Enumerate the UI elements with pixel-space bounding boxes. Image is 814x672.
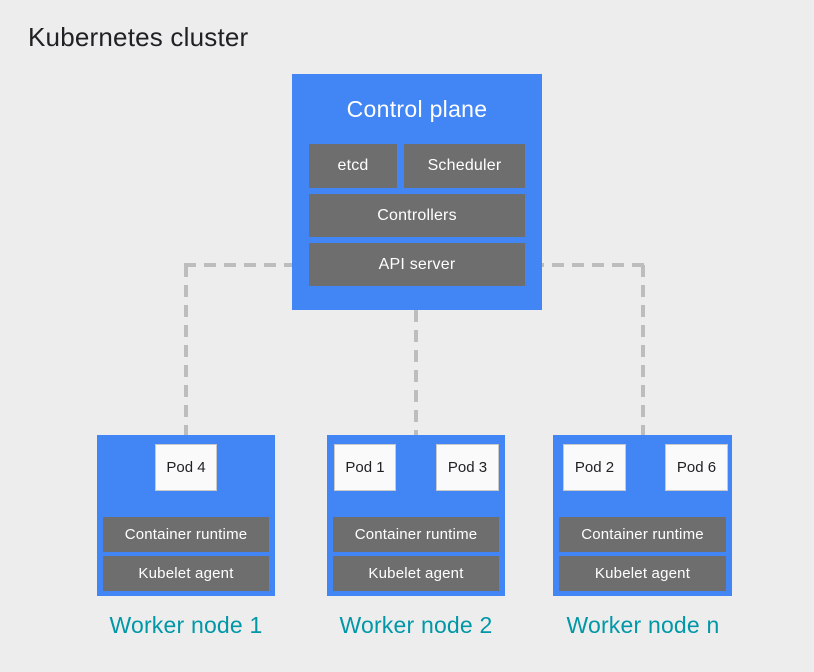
container-runtime-box: Container runtime xyxy=(333,517,499,552)
controllers-box: Controllers xyxy=(309,194,525,237)
etcd-box: etcd xyxy=(309,144,397,188)
pod-4-box: Pod 4 xyxy=(155,444,217,491)
connector-left-horizontal xyxy=(184,263,302,267)
pod-6-box: Pod 6 xyxy=(665,444,728,491)
pod-2-box: Pod 2 xyxy=(563,444,626,491)
worker-node-1-box: Pod 4 Container runtime Kubelet agent xyxy=(97,435,275,596)
kubelet-agent-box: Kubelet agent xyxy=(559,556,726,591)
connector-right-horizontal xyxy=(532,263,647,267)
scheduler-box: Scheduler xyxy=(404,144,525,188)
kubelet-agent-box: Kubelet agent xyxy=(333,556,499,591)
diagram-title: Kubernetes cluster xyxy=(28,22,249,52)
connector-left-vertical xyxy=(184,265,188,435)
pod-1-box: Pod 1 xyxy=(334,444,396,491)
pod-3-box: Pod 3 xyxy=(436,444,499,491)
connector-right-vertical xyxy=(641,265,645,435)
control-plane-components: etcd Scheduler Controllers API server xyxy=(309,144,525,286)
container-runtime-box: Container runtime xyxy=(559,517,726,552)
connector-center-vertical xyxy=(414,310,418,435)
api-server-box: API server xyxy=(309,243,525,286)
control-plane-title: Control plane xyxy=(346,96,488,122)
kubelet-agent-box: Kubelet agent xyxy=(103,556,269,591)
control-plane-box: Control plane etcd Scheduler Controllers… xyxy=(292,74,542,310)
worker-node-2-label: Worker node 2 xyxy=(339,612,493,638)
container-runtime-box: Container runtime xyxy=(103,517,269,552)
worker-node-2-box: Pod 1 Pod 3 Container runtime Kubelet ag… xyxy=(327,435,505,596)
worker-node-n-box: Pod 2 Pod 6 Container runtime Kubelet ag… xyxy=(553,435,732,596)
worker-node-n-label: Worker node n xyxy=(566,612,720,638)
worker-node-1-label: Worker node 1 xyxy=(109,612,263,638)
